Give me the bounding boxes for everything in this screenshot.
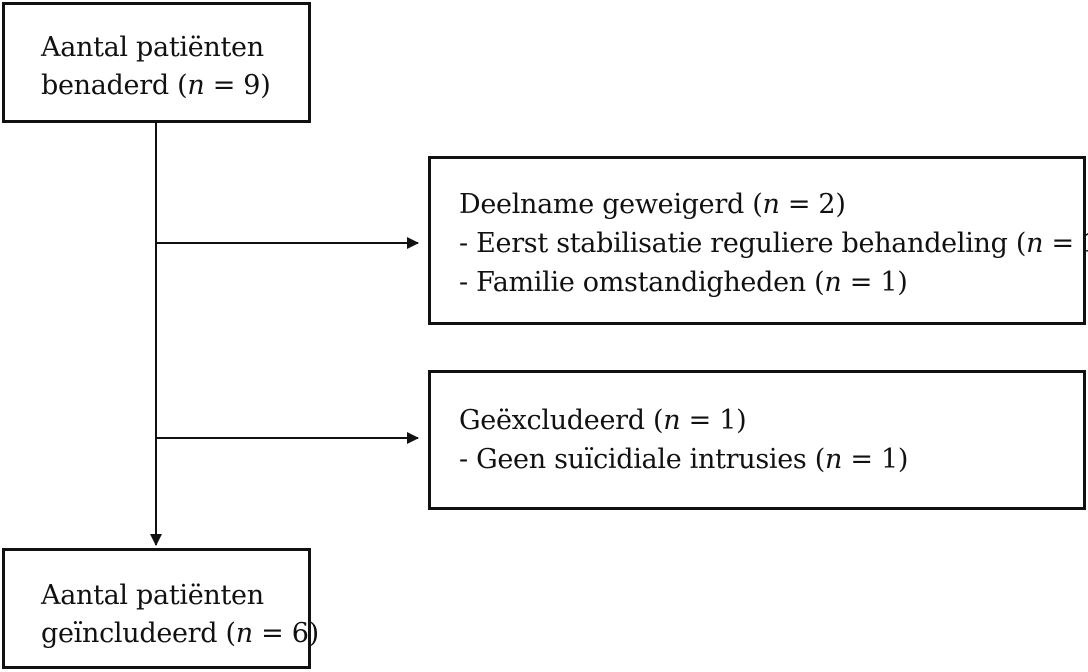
patients-included-box: Aantal patiënten geïncludeerd (n = 6) — [2, 548, 319, 669]
excluded-count: = 1) — [680, 405, 747, 436]
excluded-reason-1: - Geen suïcidiale intrusies (n = 1) — [459, 440, 1083, 479]
approached-line-2: benaderd (n = 9) — [41, 67, 308, 105]
approached-count: = 9) — [204, 70, 271, 101]
declined-participation-box: Deelname geweigerd (n = 2) - Eerst stabi… — [428, 156, 1088, 325]
included-line-1: Aantal patiënten — [41, 577, 308, 615]
approached-label: Aantal patiënten — [41, 32, 264, 63]
n-symbol: n — [1026, 228, 1044, 259]
declined-reason-2-count: = 1) — [841, 267, 908, 298]
declined-reason-2-label: - Familie omstandigheden ( — [459, 267, 825, 298]
approached-label-suffix: benaderd ( — [41, 70, 188, 101]
excluded-title: Geëxcludeerd (n = 1) — [459, 401, 1083, 440]
approached-line-1: Aantal patiënten — [41, 29, 308, 67]
included-label-suffix: geïncludeerd ( — [41, 618, 236, 649]
n-symbol: n — [663, 405, 681, 436]
declined-count: = 2) — [779, 189, 846, 220]
excluded-reason-1-count: = 1) — [842, 444, 909, 475]
declined-reason-2: - Familie omstandigheden (n = 1) — [459, 263, 1083, 302]
n-symbol: n — [187, 70, 205, 101]
declined-reason-1-count: = 1) — [1051, 228, 1088, 259]
included-line-2: geïncludeerd (n = 6) — [41, 615, 319, 653]
excluded-box: Geëxcludeerd (n = 1) - Geen suïcidiale i… — [428, 370, 1086, 510]
declined-reason-1: - Eerst stabilisatie reguliere behandeli… — [459, 224, 1088, 263]
excluded-title-label: Geëxcludeerd ( — [459, 405, 664, 436]
declined-title: Deelname geweigerd (n = 2) — [459, 185, 1083, 224]
patients-approached-box: Aantal patiënten benaderd (n = 9) — [2, 2, 311, 123]
declined-title-label: Deelname geweigerd ( — [459, 189, 763, 220]
n-symbol: n — [235, 618, 253, 649]
n-symbol: n — [824, 267, 842, 298]
included-count: = 6) — [252, 618, 319, 649]
n-symbol: n — [824, 444, 843, 475]
n-symbol: n — [762, 189, 780, 220]
excluded-reason-1-label: - Geen suïcidiale intrusies ( — [459, 444, 825, 475]
declined-reason-1-label: - Eerst stabilisatie reguliere behandeli… — [459, 228, 1027, 259]
included-label: Aantal patiënten — [41, 580, 264, 611]
